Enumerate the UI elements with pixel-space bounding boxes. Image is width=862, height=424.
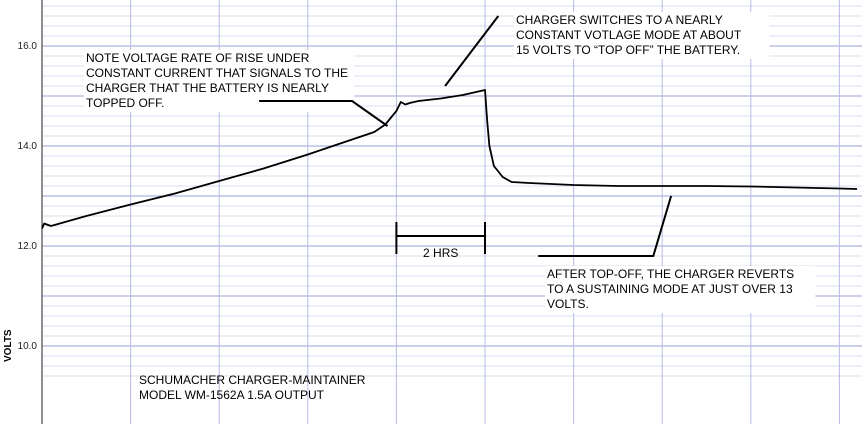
- annotation-text-line: AFTER TOP-OFF, THE CHARGER REVERTS: [547, 267, 794, 281]
- annotation-text-line: CHARGER THAT THE BATTERY IS NEARLY: [86, 81, 329, 95]
- annotations: NOTE VOLTAGE RATE OF RISE UNDERCONSTANT …: [84, 12, 816, 313]
- annotation-pointer: [444, 15, 500, 87]
- annotation-background: [514, 12, 770, 59]
- annotation-text-line: 15 VOLTS TO “TOP OFF” THE BATTERY.: [516, 43, 740, 57]
- annotation-text-line: CHARGER SWITCHES TO A NEARLY: [516, 13, 723, 27]
- y-tick-label: 14.0: [18, 141, 38, 152]
- voltage-series-line: [41, 89, 858, 229]
- y-axis-label: VOLTS: [3, 329, 14, 362]
- annotation-text-line: CONSTANT VOTLAGE MODE AT ABOUT: [516, 28, 742, 42]
- annotation-pointer: [259, 100, 389, 127]
- scale-bar-label: 2 HRS: [423, 246, 458, 260]
- annotation-text-line: NOTE VOLTAGE RATE OF RISE UNDER: [86, 51, 310, 65]
- y-tick-label: 12.0: [18, 241, 38, 252]
- time-scale-bar: 2 HRS: [395, 222, 486, 260]
- annotation-text-line: TO A SUSTAINING MODE AT JUST OVER 13: [547, 282, 793, 296]
- annotation-text-line: CONSTANT CURRENT THAT SIGNALS TO THE: [86, 66, 348, 80]
- annotation-text-line: VOLTS.: [547, 297, 589, 311]
- y-tick-label: 10.0: [18, 341, 38, 352]
- y-tick-label: 16.0: [18, 41, 38, 52]
- caption-line: SCHUMACHER CHARGER-MAINTAINER: [139, 373, 366, 387]
- y-tick-labels: 16.0 14.0 12.0 10.0: [18, 41, 38, 352]
- annotation-background: [545, 266, 816, 313]
- annotation: NOTE VOLTAGE RATE OF RISE UNDERCONSTANT …: [84, 50, 389, 127]
- minor-grid: [42, 5, 862, 377]
- caption-line: MODEL WM-1562A 1.5A OUTPUT: [139, 388, 325, 402]
- annotation-text-line: TOPPED OFF.: [86, 96, 164, 110]
- annotation-pointer: [538, 195, 673, 257]
